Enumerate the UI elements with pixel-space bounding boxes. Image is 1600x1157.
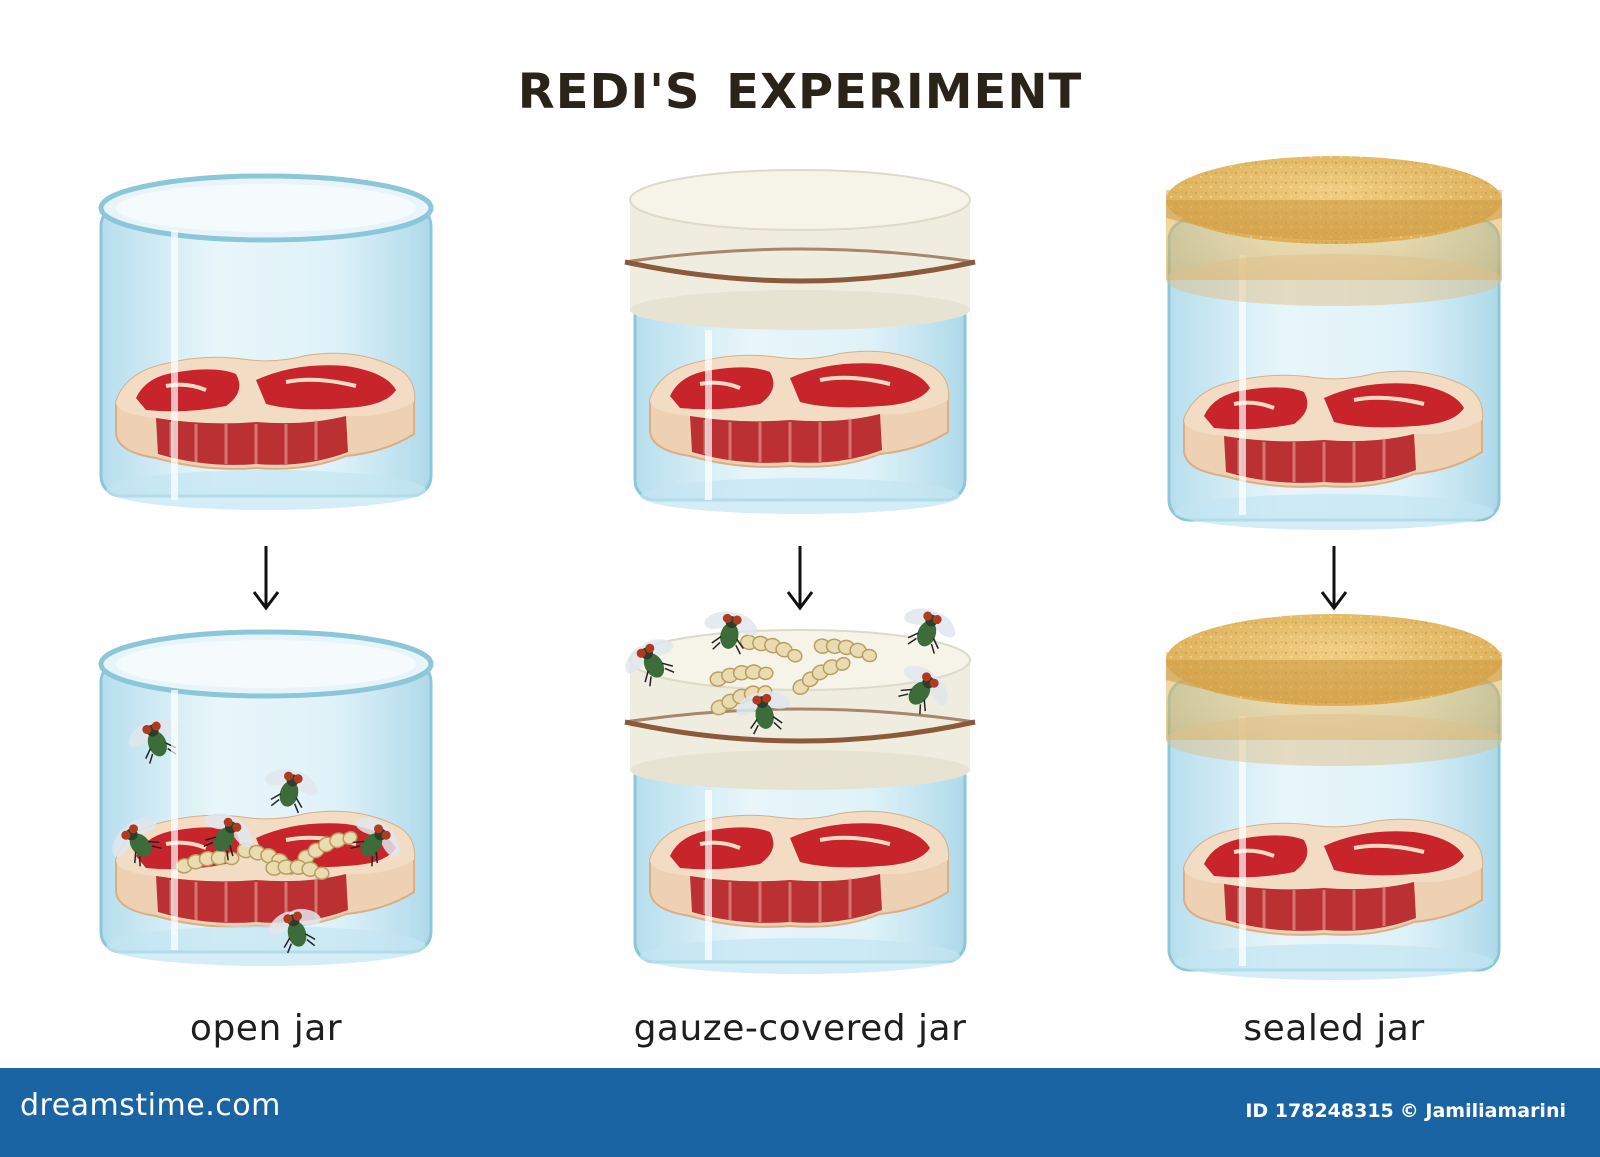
footer-credit: ID 178248315© Jamiliamarini [1245, 1100, 1572, 1122]
gauze-covered-jar-after [613, 596, 976, 974]
experiment-illustration [98, 156, 1502, 980]
gauze-covered-jar-before [624, 169, 976, 514]
caption-gauze-covered-jar: gauze-covered jar [633, 1008, 967, 1049]
diagram-title: REDI'S EXPERIMENT [517, 64, 1083, 120]
open-jar-after [98, 629, 434, 966]
caption-sealed-jar: sealed jar [1243, 1008, 1425, 1049]
arrow-down-icon [252, 546, 280, 611]
arrow-down-icon [1320, 546, 1348, 611]
image-id: ID 178248315 [1245, 1100, 1394, 1122]
arrow-down-icon [786, 546, 814, 611]
footer-brand: dreamstime.com [20, 1088, 281, 1123]
open-jar-before [98, 173, 434, 510]
sealed-jar-before [1166, 156, 1502, 530]
footer-bar: dreamstime.com ID 178248315© Jamiliamari… [0, 1068, 1600, 1157]
caption-open-jar: open jar [189, 1008, 343, 1049]
sealed-jar-after [1166, 614, 1502, 980]
image-author: © Jamiliamarini [1399, 1100, 1566, 1122]
